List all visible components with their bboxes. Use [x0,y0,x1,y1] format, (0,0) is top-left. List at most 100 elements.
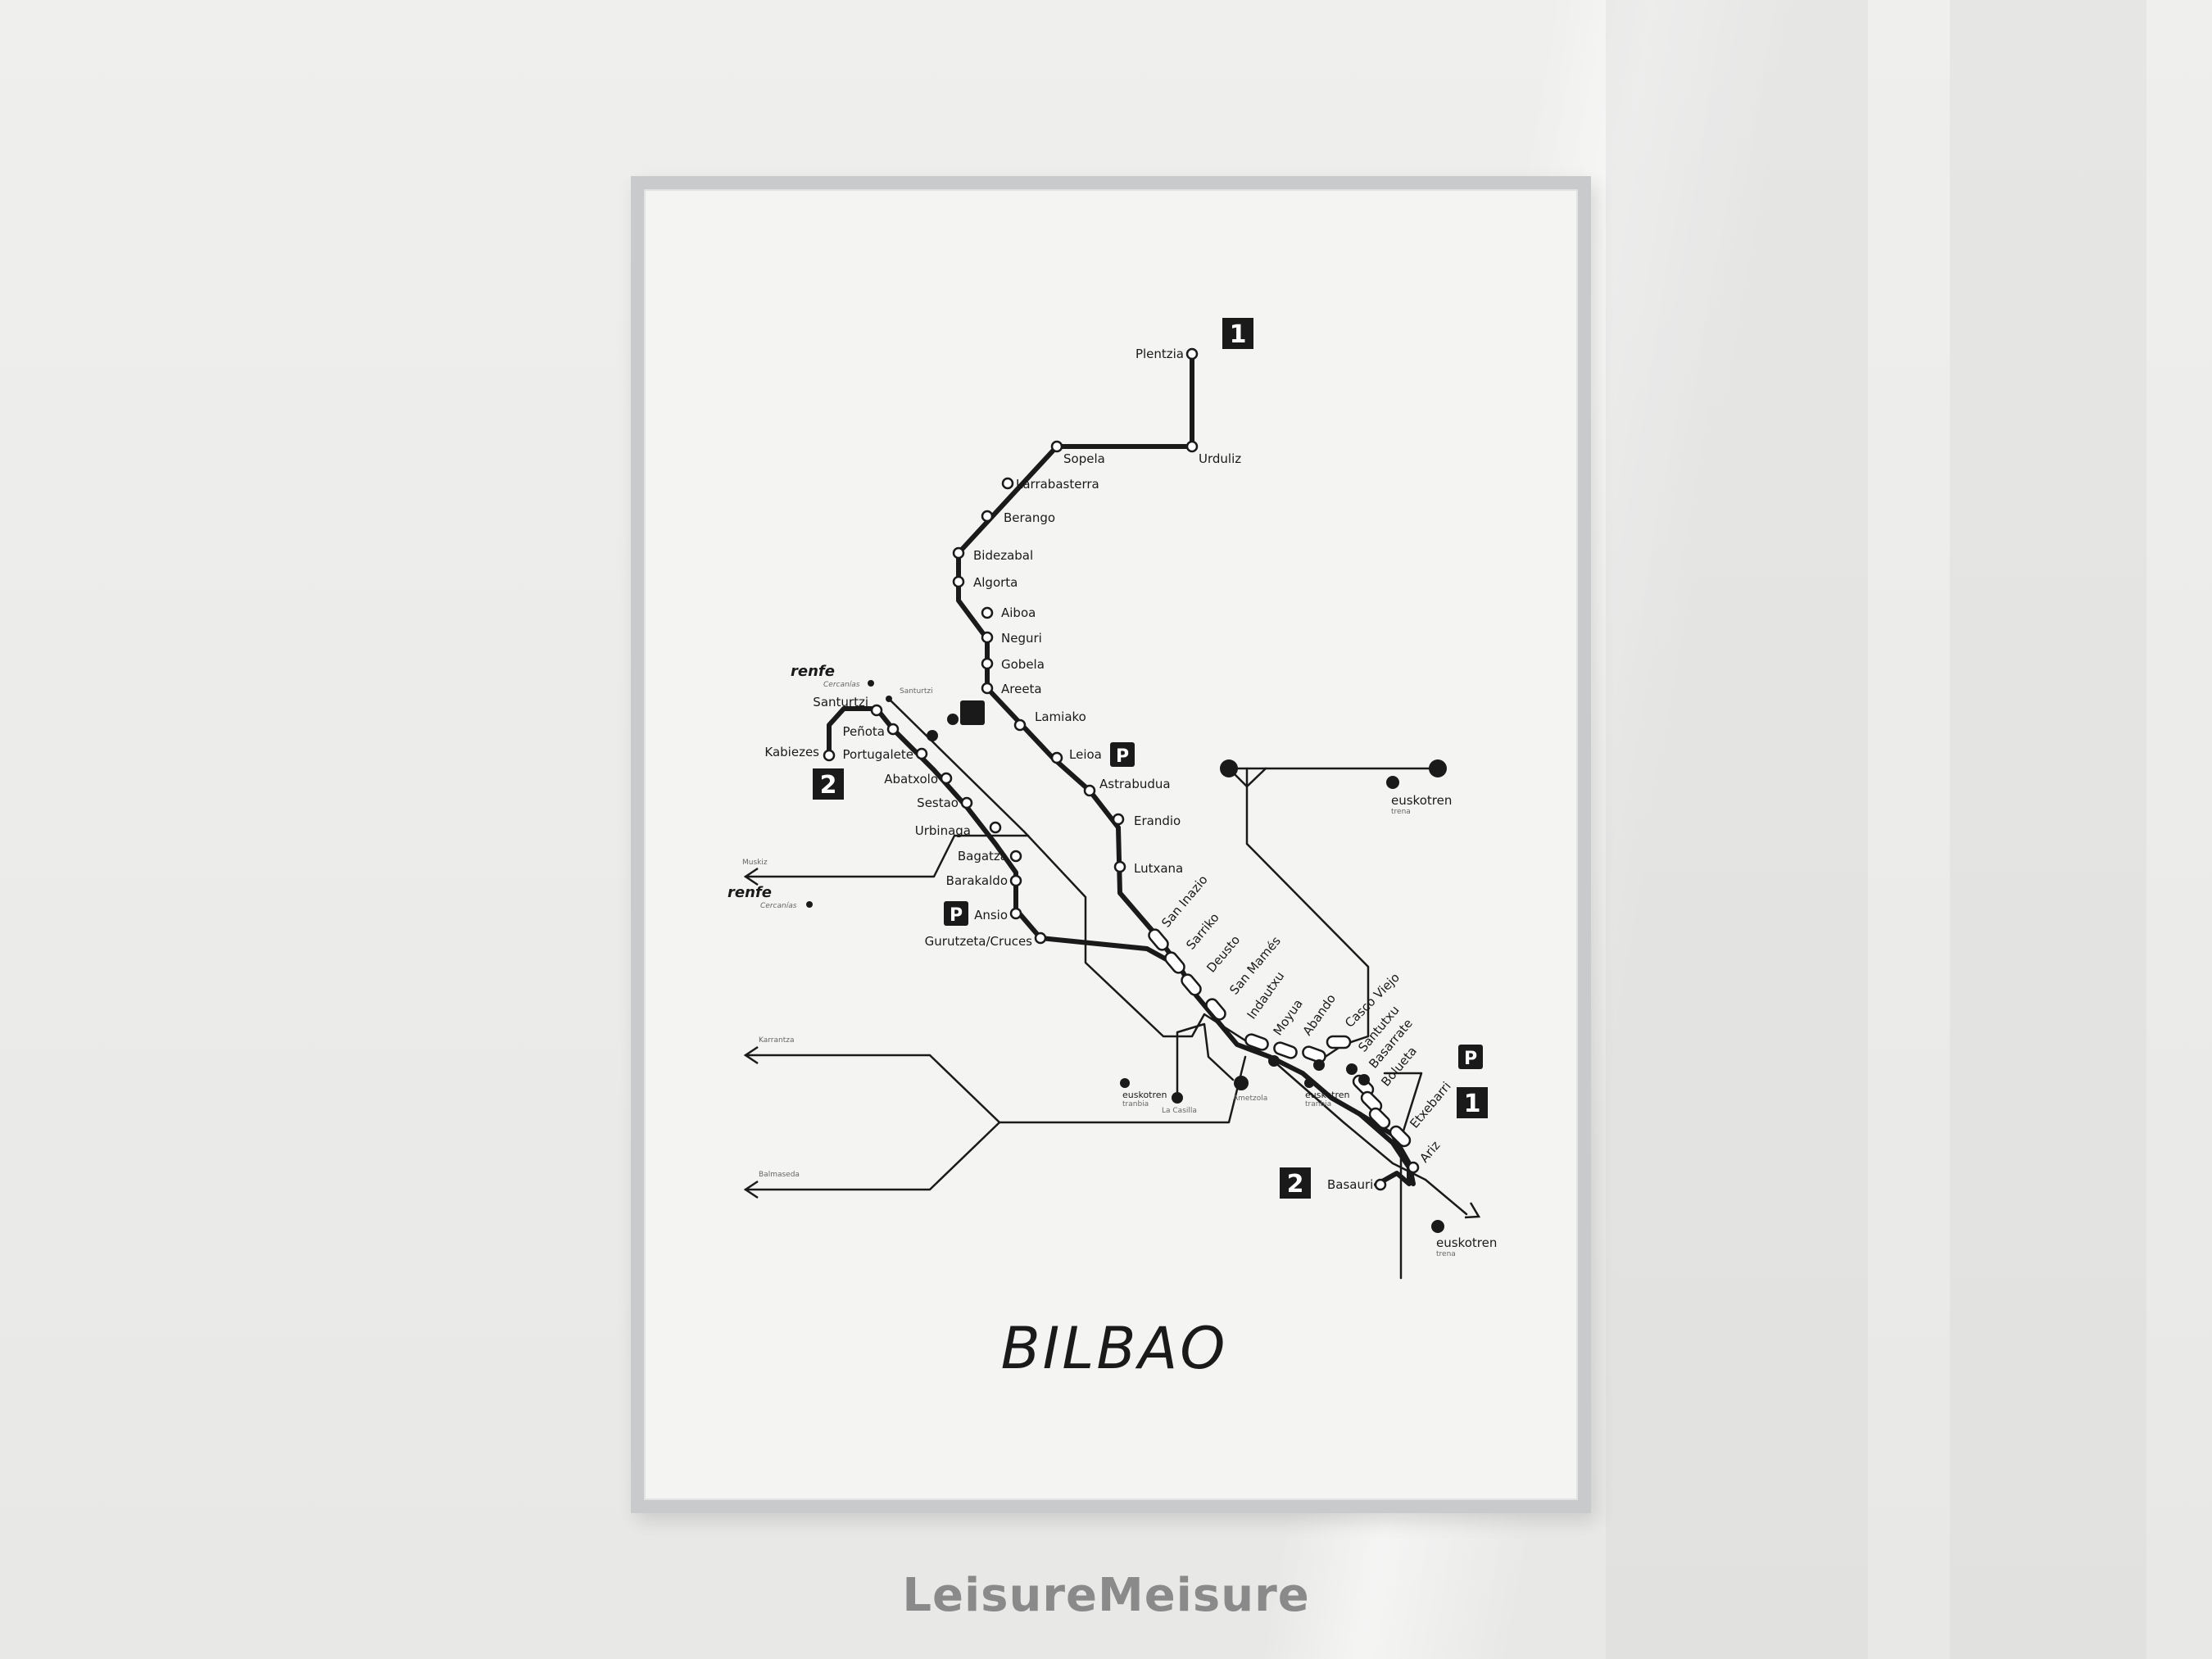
label-portugalete: Portugalete [843,747,913,762]
label-santurtzi: Santurtzi [813,695,868,709]
label-erandio: Erandio [1134,814,1181,828]
station-bidezabal [952,546,965,560]
station-abando [1302,1045,1326,1063]
station-astrabudua [1083,784,1096,797]
station-etxebarri [1389,1125,1412,1148]
label-lutxana: Lutxana [1134,861,1183,876]
svg-text:1: 1 [1230,320,1247,349]
station-abatxolo [940,772,953,785]
station-larrabasterra [1001,477,1014,490]
renfe-balmaseda-track [744,1121,1001,1191]
station-indautxu [1244,1033,1269,1051]
label-muskiz: Muskiz [742,859,768,867]
arrow-karrantza [743,1045,759,1065]
station-berango [981,510,994,523]
svg-text:tranbia: tranbia [1305,1100,1331,1108]
label-neguri: Neguri [1001,631,1042,646]
station-ansio [1009,907,1022,920]
label-sarriko: Sarriko [1183,910,1222,953]
svg-text:tranbia: tranbia [1122,1100,1149,1108]
line2-basauri-track [1358,1112,1412,1187]
arrow-balmaseda [743,1180,759,1199]
label-urbinaga: Urbinaga [915,823,971,838]
station-sarriko [1164,951,1185,974]
station-gurutzeta [1034,931,1047,945]
label-astrabudua: Astrabudua [1099,777,1171,791]
interchange-portugalete [927,730,938,741]
line1-badge-top: 1 [1222,318,1253,349]
label-deusto: Deusto [1203,932,1243,975]
arrow-durango [1464,1202,1481,1219]
label-abatxolo: Abatxolo [884,772,938,786]
svg-text:euskotren: euskotren [1122,1090,1167,1100]
station-san-inazio [1148,928,1169,951]
interchange-areeta [947,714,959,725]
station-penota [886,723,900,736]
interchange-bolueta [1358,1074,1370,1086]
line2-badge-south: 2 [1280,1167,1311,1199]
station-urbinaga [989,821,1002,834]
label-renfe-santurtzi: Santurtzi [900,687,933,696]
station-santurtzi [870,704,883,717]
svg-text:renfe: renfe [791,663,835,680]
svg-text:euskotren: euskotren [1391,793,1452,808]
station-renfe-santurtzi [886,696,892,702]
label-penota: Peñota [843,724,886,739]
svg-text:Cercanías: Cercanías [760,902,797,910]
poster-frame [631,176,1591,1513]
label-moyua: Moyua [1271,996,1306,1038]
svg-text:2: 2 [820,771,837,800]
label-plentzia: Plentzia [1135,347,1184,361]
station-sestao [960,796,973,809]
label-gurutzeta: Gurutzeta/Cruces [925,934,1033,949]
station-ariz [1407,1161,1420,1174]
svg-text:Cercanías: Cercanías [823,681,860,689]
renfe-muskiz-track [744,834,1030,878]
renfe-logo-top: renfe Cercanías [791,663,874,689]
station-bolueta [1368,1107,1391,1130]
station-lamiako [1013,718,1027,732]
svg-text:renfe: renfe [728,884,772,901]
window-shadow [1606,0,1868,1659]
label-areeta: Areeta [1001,682,1042,696]
station-areeta [981,682,994,695]
euskotren-north-west [1220,759,1238,777]
renfe-santurtzi-track [887,697,1468,1216]
arrow-muskiz [743,867,759,886]
euskotren-logo-tranbia: euskotren tranbia [1120,1078,1167,1108]
parking-badge-etxebarri: P [1458,1045,1483,1069]
station-urduliz [1185,440,1199,453]
label-gobela: Gobela [1001,657,1045,672]
map-title: BILBAO [1000,1315,1228,1382]
interchange-ametzola [1234,1076,1249,1090]
interchange-abando [1313,1059,1325,1071]
station-kabiezes [823,749,836,762]
svg-text:1: 1 [1464,1090,1481,1118]
station-portugalete [915,747,928,760]
interchange-moyua [1268,1055,1280,1067]
svg-text:trena: trena [1391,808,1411,816]
station-erandio [1112,813,1125,826]
label-sopela: Sopela [1063,451,1105,466]
station-lutxana [1113,860,1126,873]
label-algorta: Algorta [973,575,1018,590]
station-algorta [952,575,965,588]
station-gobela [981,657,994,670]
label-lamiako: Lamiako [1035,709,1086,724]
station-casco-viejo [1326,1035,1352,1049]
label-abando: Abando [1300,991,1339,1038]
label-bidezabal: Bidezabal [973,548,1033,563]
label-balmaseda: Balmaseda [759,1171,800,1179]
label-bagatza: Bagatza [958,849,1008,863]
label-leioa: Leioa [1069,747,1102,762]
label-barakaldo: Barakaldo [946,873,1008,888]
station-leioa [1050,751,1063,764]
station-la-casilla [1172,1092,1183,1104]
bizkaibus-square [960,700,985,725]
station-deusto [1181,973,1202,996]
station-san-mames [1205,998,1226,1021]
station-neguri [981,631,994,644]
svg-text:P: P [1116,746,1129,767]
station-basauri [1374,1178,1387,1191]
